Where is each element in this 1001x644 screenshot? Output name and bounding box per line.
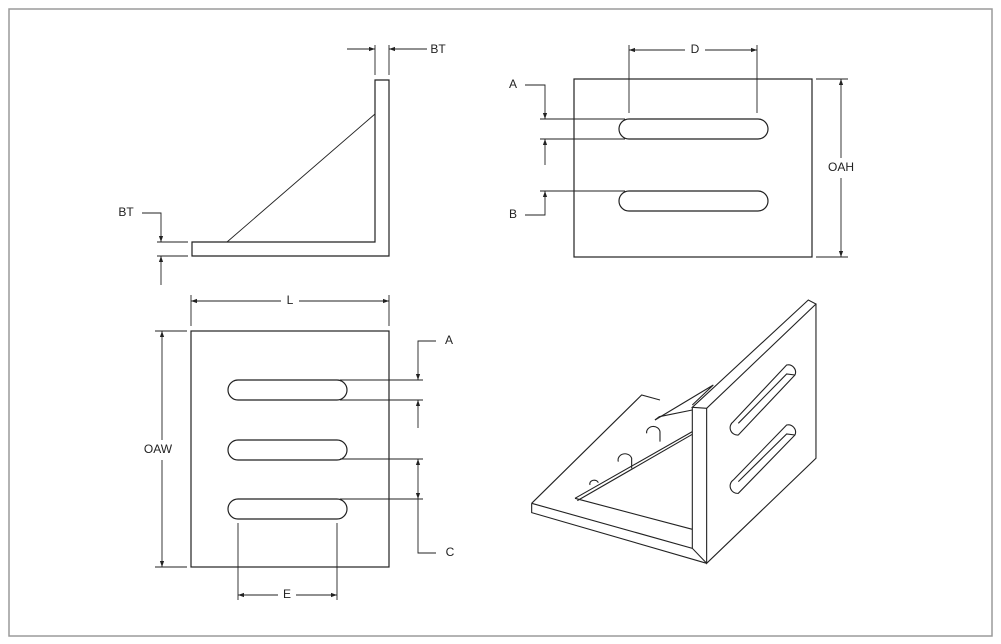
slot [618,190,769,212]
c-label: C [446,545,455,559]
bt-top-label: BT [430,42,446,56]
b-label: B [509,207,517,221]
slot [227,379,348,401]
l-label: L [287,293,294,307]
top-view: D A B OAH [509,42,854,258]
front-view: L OAW A C E [144,293,455,601]
bt-left-label: BT [118,205,134,219]
slot [729,424,797,494]
isometric-view [531,299,817,565]
e-label: E [283,587,291,601]
slot [618,118,769,140]
a-label-front: A [445,333,453,347]
oah-label: OAH [828,160,854,174]
slot [729,364,797,436]
slot [227,439,348,461]
side-view: BT BT [118,42,446,285]
d-label: D [691,42,700,56]
slot [227,498,348,520]
oaw-label: OAW [144,442,173,456]
a-label-top: A [509,77,517,91]
drawing-frame [8,8,993,637]
